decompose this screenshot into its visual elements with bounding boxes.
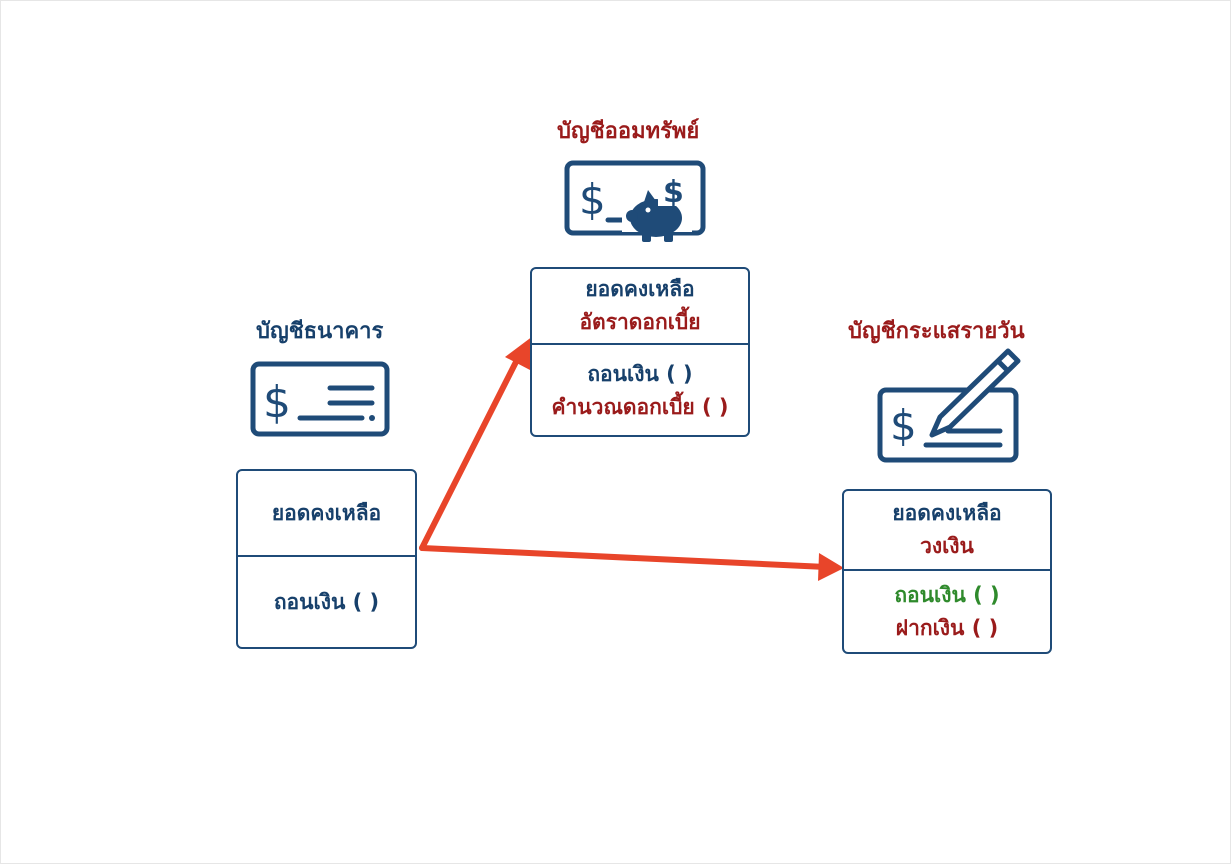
savings-account-methods: ถอนเงิน ( ) คำนวณดอกเบี้ย ( ): [532, 345, 748, 436]
check-dollar-icon: $: [250, 361, 390, 437]
current-account-title: บัญชีกระแสรายวัน: [848, 319, 1025, 344]
piggy-bank-dollar-icon: $ $: [564, 160, 706, 242]
svg-text:$: $: [663, 175, 684, 210]
current-account-attributes: ยอดคงเหลือ วงเงิน: [844, 491, 1050, 571]
bank-account-class-box: ยอดคงเหลือ ถอนเงิน ( ): [236, 469, 417, 649]
attribute-credit-limit: วงเงิน: [920, 534, 974, 558]
svg-text:$: $: [890, 401, 917, 450]
bank-account-title: บัญชีธนาคาร: [256, 319, 384, 344]
method-withdraw: ถอนเงิน ( ): [273, 590, 380, 614]
savings-account-class-box: ยอดคงเหลือ อัตราดอกเบี้ย ถอนเงิน ( ) คำน…: [530, 267, 750, 437]
bank-account-methods: ถอนเงิน ( ): [238, 557, 415, 648]
savings-account-attributes: ยอดคงเหลือ อัตราดอกเบี้ย: [532, 269, 748, 345]
method-calculate-interest: คำนวณดอกเบี้ย ( ): [551, 394, 729, 419]
method-withdraw: ถอนเงิน ( ): [894, 583, 1000, 607]
current-account-class-box: ยอดคงเหลือ วงเงิน ถอนเงิน ( ) ฝากเงิน ( …: [842, 489, 1052, 654]
arrow-head-savings: [505, 336, 533, 370]
svg-text:$: $: [263, 377, 291, 428]
attribute-interest-rate: อัตราดอกเบี้ย: [579, 310, 701, 334]
arrow-to-current: [419, 545, 829, 570]
current-account-methods: ถอนเงิน ( ) ฝากเงิน ( ): [844, 571, 1050, 653]
attribute-balance: ยอดคงเหลือ: [271, 500, 382, 525]
bank-account-attributes: ยอดคงเหลือ: [238, 471, 415, 557]
savings-account-title: บัญชีออมทรัพย์: [557, 119, 700, 144]
check-pen-icon: $: [877, 348, 1021, 463]
method-deposit: ฝากเงิน ( ): [895, 616, 999, 640]
method-withdraw: ถอนเงิน ( ): [587, 361, 693, 386]
arrow-to-savings: [419, 347, 525, 551]
attribute-balance: ยอดคงเหลือ: [585, 277, 695, 301]
arrow-head-current: [818, 553, 844, 581]
attribute-balance: ยอดคงเหลือ: [892, 501, 1002, 525]
svg-text:$: $: [579, 175, 606, 224]
